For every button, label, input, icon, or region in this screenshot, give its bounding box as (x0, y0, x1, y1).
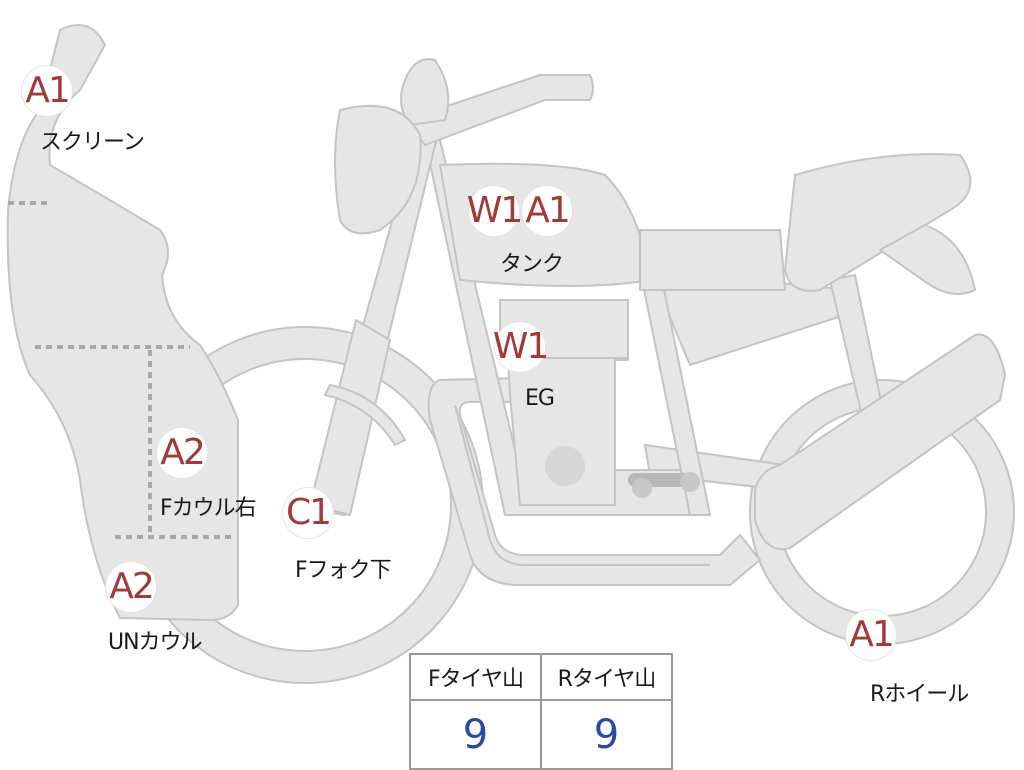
badge-ffork: C1 (283, 488, 333, 538)
label-under-cowl: UNカウル (108, 630, 203, 655)
fender (324, 384, 406, 446)
rear-tire-header: Rタイヤ山 (540, 653, 673, 701)
muffler (754, 333, 1006, 551)
label-tank: タンク (500, 252, 564, 277)
badge-engine: W1 (493, 322, 549, 372)
label-engine: EG (525, 386, 555, 411)
badge-tank-a: A1 (522, 186, 572, 236)
front-tire-value: 9 (409, 699, 542, 770)
badge-tank-w: W1 (467, 186, 523, 236)
label-ffork: Fフォク下 (295, 558, 392, 583)
badge-under-cowl: A2 (106, 562, 156, 612)
seat-base (639, 229, 786, 291)
tire-table-value-row: 9 9 (409, 699, 673, 770)
tire-table-header-row: Fタイヤ山 Rタイヤ山 (409, 653, 673, 701)
handlebar (404, 74, 594, 146)
seat (784, 153, 972, 292)
tire-tread-table: Fタイヤ山 Rタイヤ山 9 9 (409, 653, 673, 770)
label-fcowl-right: Fカウル右 (160, 496, 257, 521)
exhaust-pipe (427, 377, 761, 586)
headlight (334, 104, 422, 235)
label-rwheel: Rホイール (870, 682, 969, 707)
label-screen: スクリーン (40, 130, 145, 155)
front-tire-header: Fタイヤ山 (409, 653, 542, 701)
badge-screen: A1 (22, 66, 72, 116)
badge-rwheel: A1 (846, 610, 896, 660)
rear-tire-value: 9 (540, 699, 673, 770)
badge-fcowl-right: A2 (157, 428, 207, 478)
